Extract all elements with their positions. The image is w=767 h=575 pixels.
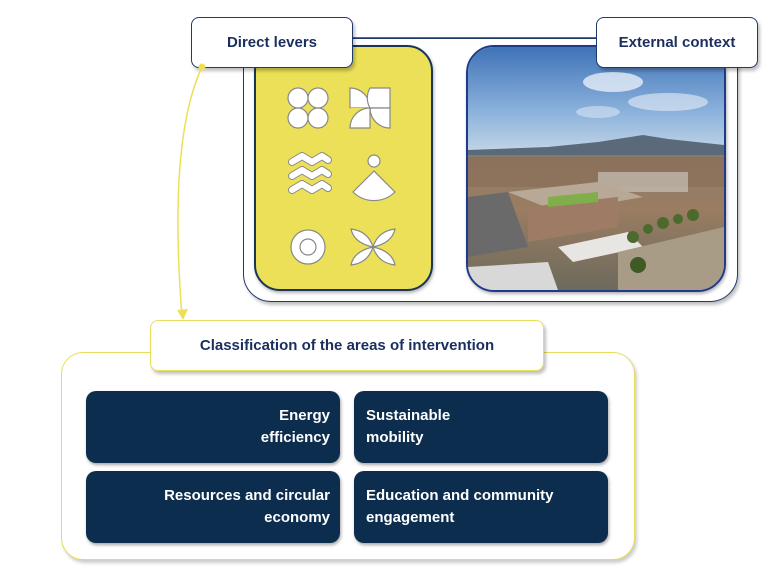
direct-levers-panel (254, 45, 433, 291)
cloud (583, 72, 643, 92)
external-context-text: External context (618, 34, 736, 51)
fan-pendulum-icon (352, 154, 396, 202)
area-text: Sustainable mobility (366, 407, 451, 446)
flat-roof (558, 232, 643, 262)
classification-text: Classification of the areas of intervent… (199, 337, 495, 354)
cloud (628, 93, 708, 111)
waves-icon (288, 152, 332, 194)
direct-levers-label: Direct levers (191, 17, 353, 68)
pinwheel-icon (349, 87, 391, 129)
area-text: Energy efficiency (260, 407, 330, 446)
external-context-photo (466, 45, 726, 292)
area-resources-circular-economy: Resources and circular economy (86, 471, 340, 543)
direct-levers-text: Direct levers (226, 34, 318, 51)
hills (468, 135, 724, 159)
four-circles-icon (287, 87, 329, 129)
area-text: Education and community engagement (366, 487, 554, 526)
area-energy-efficiency: Energy efficiency (86, 391, 340, 463)
city-aerial-image (468, 47, 724, 290)
external-context-label: External context (596, 17, 758, 68)
classification-label: Classification of the areas of intervent… (150, 320, 544, 371)
cloud (576, 106, 620, 118)
ring-icon (290, 229, 326, 265)
area-text: Resources and circular economy (164, 487, 330, 526)
area-education-community: Education and community engagement (354, 471, 608, 543)
area-sustainable-mobility: Sustainable mobility (354, 391, 608, 463)
levers-icons-grid (287, 87, 396, 266)
four-petal-flower-icon (350, 228, 396, 266)
